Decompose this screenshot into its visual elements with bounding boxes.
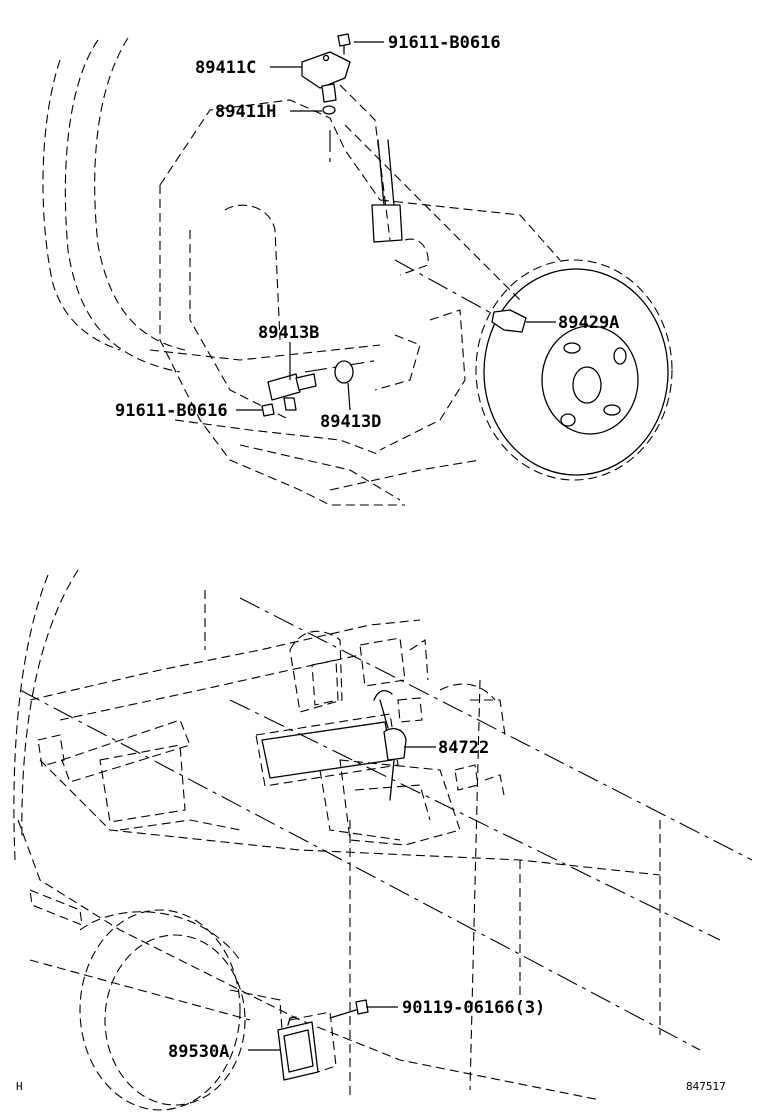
oring-top-icon bbox=[322, 105, 336, 115]
wheel-hub bbox=[475, 259, 673, 481]
sensor-top bbox=[301, 51, 351, 103]
front-wheel bbox=[79, 909, 246, 1111]
bolt-ecu-icon bbox=[329, 999, 369, 1019]
bolt-top-icon bbox=[337, 33, 351, 55]
bolt-mid-icon bbox=[261, 403, 275, 417]
label-shift-switch: 84722 bbox=[438, 738, 489, 758]
upper-leaders bbox=[236, 41, 556, 411]
transmission-assembly bbox=[42, 37, 561, 506]
label-ecu: 89530A bbox=[168, 1042, 229, 1062]
label-bolt-mid: 91611-B0616 bbox=[115, 401, 228, 421]
corner-mark-left: H bbox=[16, 1080, 23, 1093]
label-speed-sensor-right: 89429A bbox=[558, 313, 619, 333]
label-oring-mid: 89413D bbox=[320, 412, 381, 432]
label-bolt-ecu: 90119-06166(3) bbox=[402, 998, 545, 1018]
lower-leaders bbox=[248, 746, 436, 1051]
shift-switch bbox=[373, 689, 407, 801]
label-sensor-top: 89411C bbox=[195, 58, 256, 78]
speed-sensor-right bbox=[491, 309, 527, 333]
sensor-mid bbox=[267, 373, 317, 411]
corner-mark-right: 847517 bbox=[686, 1080, 726, 1093]
label-bolt-top: 91611-B0616 bbox=[388, 33, 501, 53]
oring-mid-icon bbox=[334, 360, 354, 384]
label-sensor-mid: 89413B bbox=[258, 323, 319, 343]
vehicle-body bbox=[13, 569, 753, 1101]
ecu-unit bbox=[277, 1011, 337, 1081]
label-oring-top: 89411H bbox=[215, 102, 276, 122]
